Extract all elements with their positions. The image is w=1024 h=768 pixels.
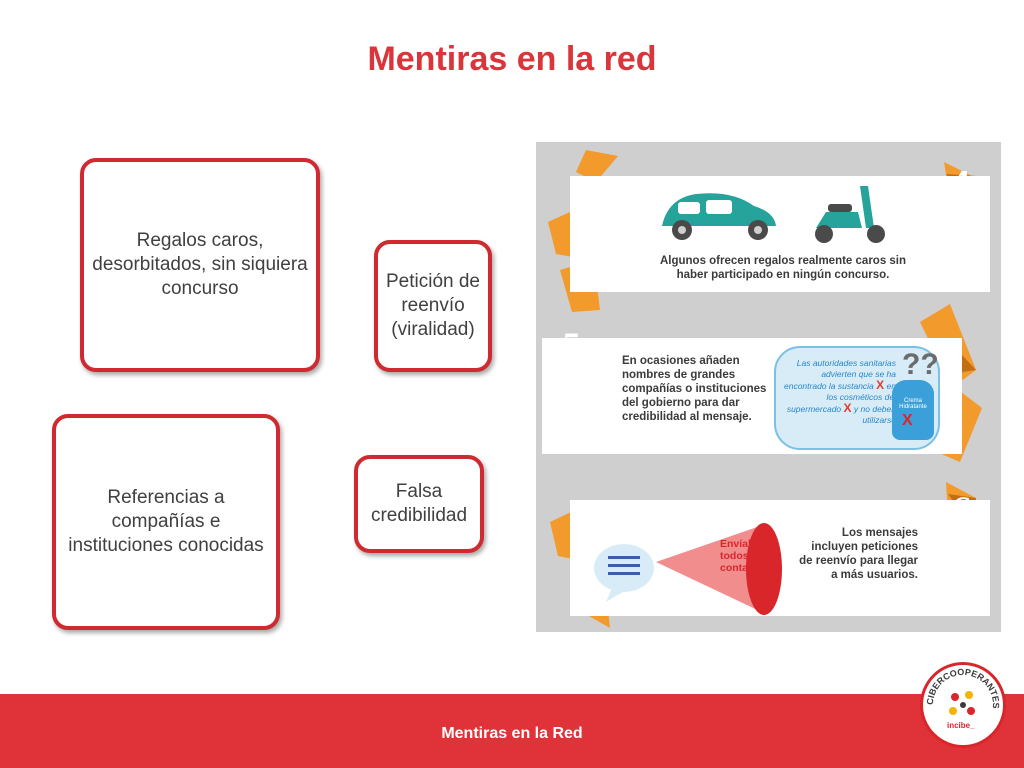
message-bubble-icon: [594, 544, 654, 592]
bubble-text-part1: Las autoridades sanitarias advierten que…: [784, 358, 896, 391]
bubble-x-mark-2: X: [843, 401, 852, 415]
panel-4: [570, 176, 990, 292]
panel-6-number: 6: [952, 492, 972, 525]
cone-text: Envíalo a todos tus contactos: [720, 538, 770, 574]
cone-end: [746, 523, 782, 615]
panel-5-text: En ocasiones añaden nombres de grandes c…: [622, 355, 767, 423]
bubble-x-mark-1: X: [876, 378, 885, 392]
bottle-x-mark: X: [902, 412, 913, 429]
infographic: 4 Algunos ofrecen regalos realmente caro…: [536, 142, 1001, 632]
panel-4-number: 4: [952, 166, 972, 199]
bottle-label: Crema Hidratante: [899, 398, 927, 410]
cibercooperantes-logo: CIBERCOOPERANTES incibe_: [920, 662, 1006, 748]
box-forward-request-text: Petición de reenvío (viralidad): [385, 271, 480, 340]
slide-title: Mentiras en la red: [367, 40, 657, 78]
cone-shape: [656, 524, 766, 614]
box-expensive-gifts-text: Regalos caros, desorbitados, sin siquier…: [92, 230, 308, 299]
footer-bar: [0, 694, 1024, 768]
box-known-companies: Referencias a compañías e instituciones …: [52, 414, 280, 630]
logo-figures-icon: [949, 691, 975, 715]
bubble-text-part3: y no deben utilizarse: [853, 404, 896, 425]
box-false-credibility-text: Falsa credibilidad: [370, 481, 468, 526]
car-icon: [662, 193, 776, 240]
panel-4-text: Algunos ofrecen regalos realmente caros …: [659, 255, 907, 281]
box-false-credibility: Falsa credibilidad: [354, 455, 484, 553]
bubble-text-part2: en los cosméticos del supermercado: [786, 381, 897, 414]
logo-emblem: CIBERCOOPERANTES: [925, 667, 1001, 715]
forward-illustration: [594, 523, 782, 615]
box-forward-request: Petición de reenvío (viralidad): [374, 240, 492, 372]
question-mark-icon: ??: [902, 348, 939, 381]
gifts-illustration: [662, 186, 885, 243]
panel-5-number: 5: [562, 328, 582, 361]
box-expensive-gifts: Regalos caros, desorbitados, sin siquier…: [80, 158, 320, 372]
cream-bottle-icon: [892, 380, 934, 440]
logo-subtext: incibe_: [947, 721, 975, 730]
bubble-text: Las autoridades sanitarias advierten que…: [784, 358, 896, 426]
footer-text: Mentiras en la Red: [441, 725, 583, 742]
scooter-icon: [815, 186, 885, 243]
panel-6-text: Los mensajes incluyen peticiones de reen…: [799, 527, 918, 581]
box-known-companies-text: Referencias a compañías e instituciones …: [68, 487, 264, 556]
